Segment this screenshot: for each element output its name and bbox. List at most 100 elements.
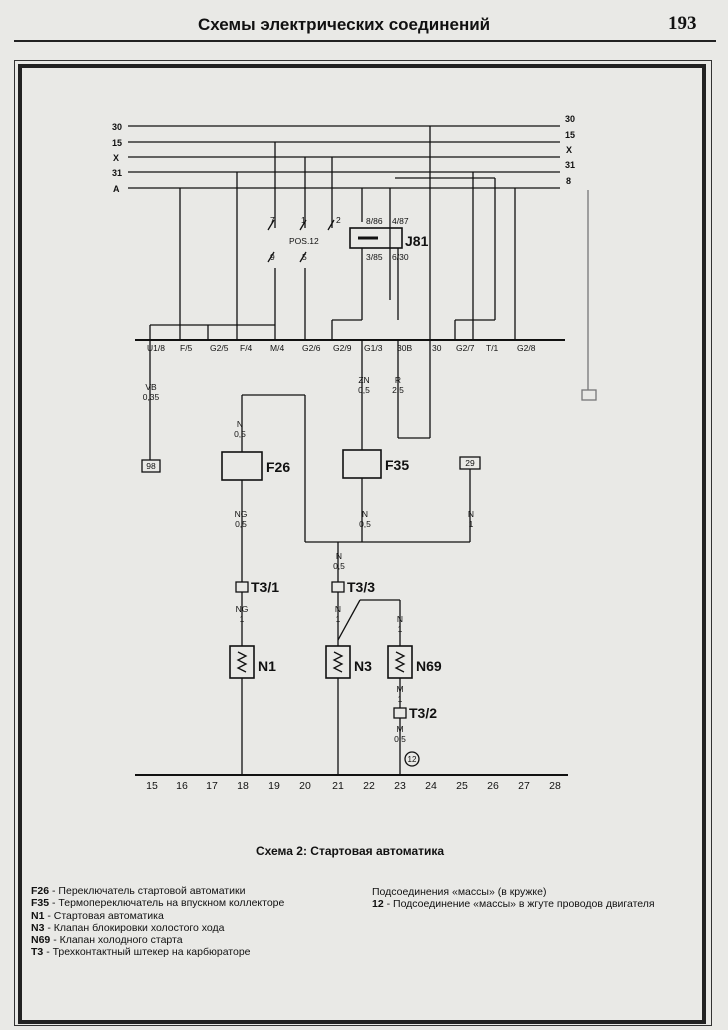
legend-item: N1 - Стартовая автоматика	[31, 909, 164, 922]
connector-label: F/5	[180, 343, 193, 353]
grid-number: 19	[268, 780, 280, 792]
connector-label: G1/3	[364, 343, 383, 353]
rail-label-right: 8	[566, 176, 571, 186]
grid-number: 21	[332, 780, 344, 792]
grid-number: 28	[549, 780, 561, 792]
grid-number: 24	[425, 780, 437, 792]
switch-pin-label: 5	[302, 252, 307, 262]
rail-label-left: 30	[112, 122, 122, 132]
rail-label-right: 31	[565, 160, 575, 170]
grid-number: 18	[237, 780, 249, 792]
page-number: 193	[668, 13, 697, 34]
connector-label: G2/8	[517, 343, 536, 353]
connector-label: M/4	[270, 343, 284, 353]
grid-number: 15	[146, 780, 158, 792]
relay-pin-label: 4/87	[392, 216, 409, 226]
wire-label: N	[468, 509, 474, 519]
legend-item: T3 - Трехконтактный штекер на карбюратор…	[31, 946, 251, 959]
ground-point-label: 12	[408, 755, 417, 764]
rail-label-right: X	[566, 145, 572, 155]
wire-label: N	[335, 604, 341, 614]
legend-item: F35 - Термопереключатель на впускном кол…	[31, 897, 285, 910]
connector-label-t33: T3/3	[347, 579, 375, 595]
component-label-n1: N1	[258, 658, 276, 674]
wire-label: NG	[236, 604, 249, 614]
grid-number: 27	[518, 780, 530, 792]
wire-label: NG	[235, 509, 248, 519]
wire-label: 1	[398, 694, 403, 704]
connector-label: 30B	[397, 343, 412, 353]
legend-item: N3 - Клапан блокировки холостого хода	[31, 921, 225, 934]
legend-item: 12 - Подсоединение «массы» в жгуте прово…	[372, 898, 655, 911]
wire-label: 0,5	[359, 519, 371, 529]
legend-left: F26 - Переключатель стартовой автоматики…	[31, 885, 284, 959]
wire-label: 2,5	[392, 385, 404, 395]
wire-label: VB	[145, 382, 157, 392]
diagram-lines	[128, 125, 597, 776]
page-header-title: Схемы электрических соединений	[198, 15, 491, 34]
switch-pin-label: 2	[336, 215, 341, 225]
wire-label: 1	[336, 614, 341, 624]
grid-number: 16	[176, 780, 188, 792]
grid-number: 25	[456, 780, 468, 792]
connector-label: T/1	[486, 343, 499, 353]
grid-number: 20	[299, 780, 311, 792]
wire-label: ZN	[358, 375, 369, 385]
connector-label: 30	[432, 343, 442, 353]
ref-29-label: 29	[465, 458, 475, 468]
component-label-n3: N3	[354, 658, 372, 674]
wire-label: 1	[398, 624, 403, 634]
frame-inner	[18, 64, 706, 1024]
grid-number: 26	[487, 780, 499, 792]
legend-right: Подсоединения «массы» (в кружке) 12 - По…	[372, 886, 655, 911]
connector-label: F/4	[240, 343, 253, 353]
wire-label: 0,35	[143, 392, 160, 402]
rail-label-left: 31	[112, 168, 122, 178]
frame-outer	[14, 60, 712, 1026]
rail-label-left: 15	[112, 138, 122, 148]
relay-position-label: POS.12	[289, 236, 319, 246]
wire-label: 1	[469, 519, 474, 529]
wire-label: N	[397, 614, 403, 624]
connector-label-t31: T3/1	[251, 579, 279, 595]
switch-pin-label: 7	[270, 215, 275, 225]
connector-label: G2/5	[210, 343, 229, 353]
component-label-f35: F35	[385, 457, 409, 473]
wire-label: M	[396, 724, 403, 734]
legend-ground-title: Подсоединения «массы» (в кружке)	[372, 886, 547, 898]
wire-label: N	[237, 419, 243, 429]
grid-number: 17	[206, 780, 218, 792]
connector-label: G2/7	[456, 343, 475, 353]
rail-label-left: A	[113, 184, 120, 194]
ref-98-label: 98	[146, 461, 156, 471]
wire-label: N	[336, 551, 342, 561]
grid-number: 22	[363, 780, 375, 792]
wire-label: 0,5	[394, 734, 406, 744]
wire-label: 0,5	[358, 385, 370, 395]
relay-pin-label: 8/86	[366, 216, 383, 226]
connector-label: G2/9	[333, 343, 352, 353]
wire-label: 0,5	[235, 519, 247, 529]
grid-number: 23	[394, 780, 406, 792]
rail-label-left: X	[113, 153, 119, 163]
wire-label: 0,5	[234, 429, 246, 439]
rail-label-right: 30	[565, 114, 575, 124]
relay-pin-label: 6/30	[392, 252, 409, 262]
wire-label: N	[362, 509, 368, 519]
wire-label: R	[395, 375, 401, 385]
connector-label: U1/8	[147, 343, 165, 353]
wire-label: M	[396, 684, 403, 694]
wire-label: 0,5	[333, 561, 345, 571]
rail-label-right: 15	[565, 130, 575, 140]
relay-pin-label: 3/85	[366, 252, 383, 262]
component-label-n69: N69	[416, 658, 442, 674]
legend-item: N69 - Клапан холодного старта	[31, 934, 183, 947]
relay-name: J81	[405, 233, 429, 249]
header-rule	[14, 40, 716, 42]
component-label-f26: F26	[266, 459, 290, 475]
connector-label: G2/6	[302, 343, 321, 353]
diagram-caption: Схема 2: Стартовая автоматика	[256, 844, 445, 858]
wire-label: 1	[240, 614, 245, 624]
legend-item: F26 - Переключатель стартовой автоматики	[31, 885, 246, 897]
